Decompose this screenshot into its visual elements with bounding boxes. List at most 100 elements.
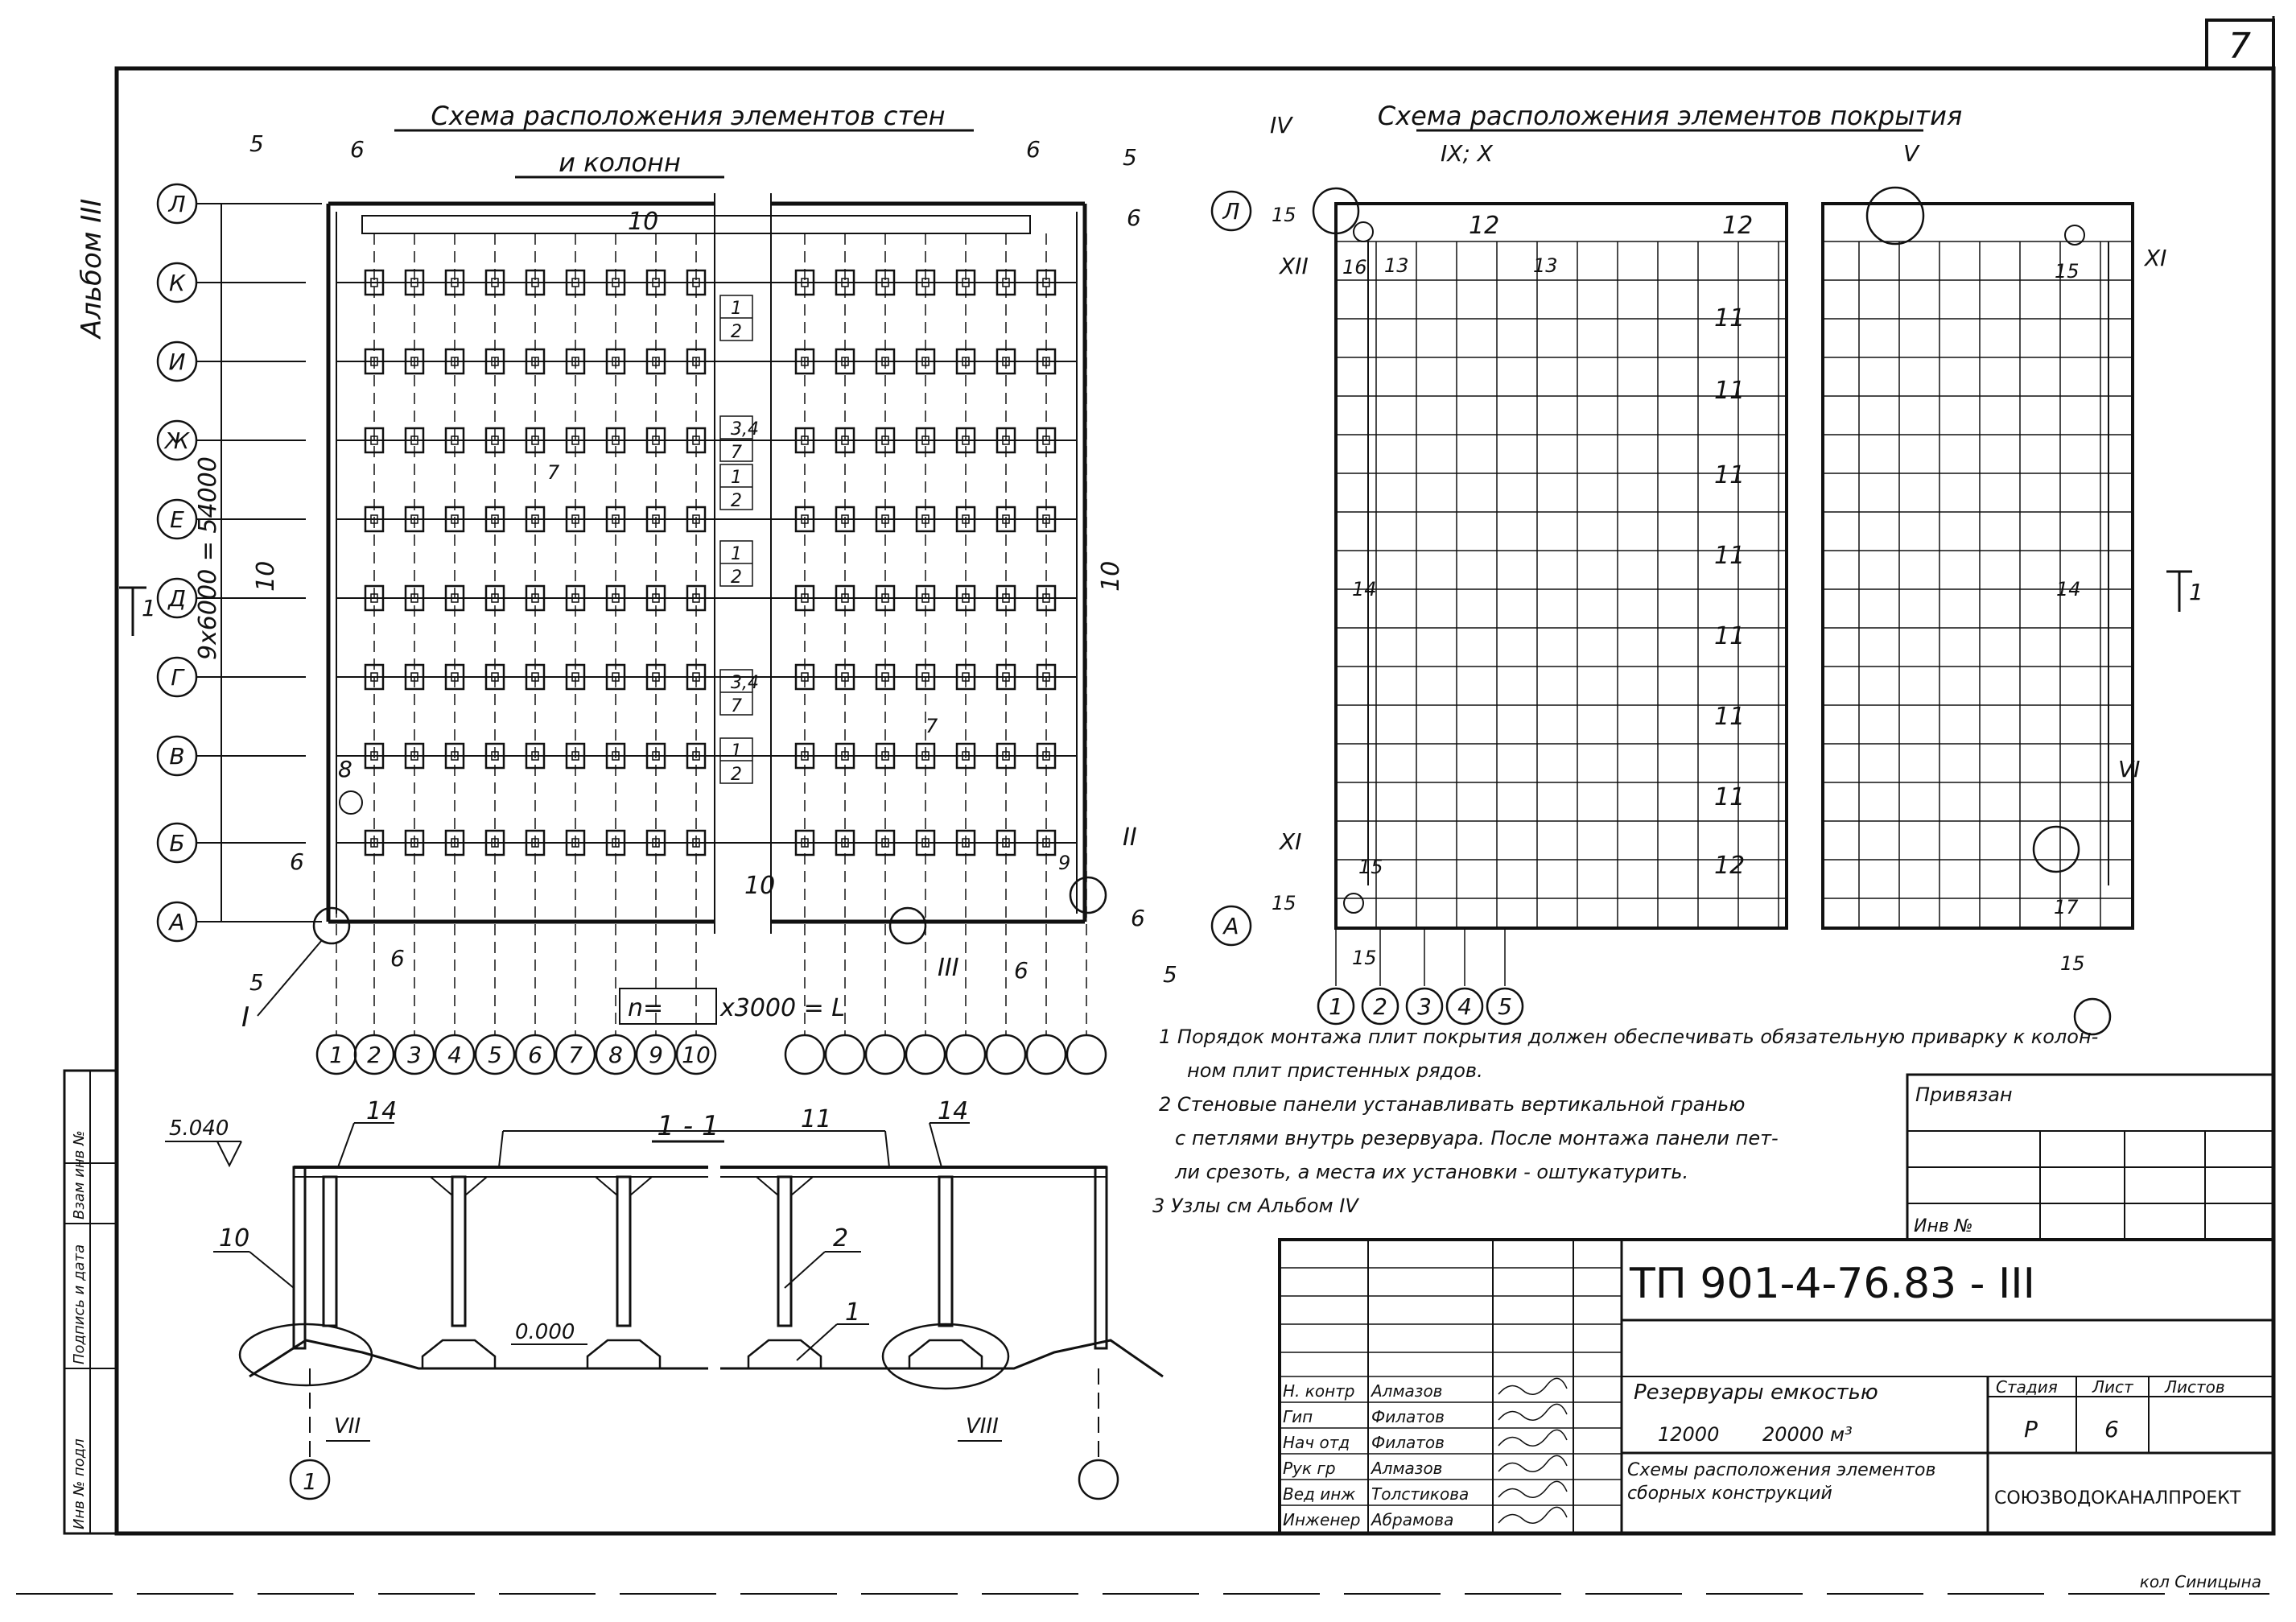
column-square — [995, 427, 1016, 454]
column-square — [875, 348, 896, 375]
left-plan-callout-8: 8 — [338, 756, 352, 782]
column-square — [794, 829, 815, 856]
column-square — [955, 506, 976, 533]
column-square — [955, 663, 976, 691]
column-core — [410, 278, 418, 287]
section-node-VII: VII — [334, 1414, 361, 1438]
column-square — [1036, 506, 1057, 533]
column-square — [835, 348, 855, 375]
note-line-3: 2 Стеновые панели устанавливать вертикал… — [1159, 1093, 1745, 1116]
col-axis-right-4-circle — [945, 1034, 987, 1075]
column-square — [835, 663, 855, 691]
left-plan-title-2: и колонн — [559, 147, 681, 178]
section-node-VIII: VIII — [966, 1414, 999, 1438]
column-square — [1036, 348, 1057, 375]
column-square — [645, 584, 666, 612]
note-line-6: 3 Узлы см Альбом IV — [1152, 1195, 1359, 1217]
column-core — [571, 672, 579, 682]
column-square — [835, 269, 855, 296]
column-square — [364, 348, 385, 375]
column-core — [962, 357, 970, 366]
col-axis-right-2-circle — [864, 1034, 906, 1075]
column-square — [484, 427, 505, 454]
column-core — [921, 672, 930, 682]
section-label-1: 1 — [845, 1298, 860, 1327]
column-core — [571, 357, 579, 366]
right-node-label: VI — [2118, 756, 2140, 782]
column-core — [1002, 514, 1010, 524]
right-plan-number: 15 — [1352, 947, 1377, 969]
column-core — [370, 514, 378, 524]
beam-label-bottom: 2 — [731, 567, 742, 588]
col-axis-8-circle — [635, 1034, 677, 1075]
row-axis-3: Ж — [163, 427, 191, 454]
section-column — [451, 1175, 467, 1327]
column-core — [921, 278, 930, 287]
column-core — [962, 278, 970, 287]
column-square — [525, 742, 546, 770]
row-axis-9: А — [167, 909, 184, 935]
column-square — [364, 663, 385, 691]
column-core — [881, 672, 889, 682]
column-core — [612, 593, 620, 603]
note-line-2: ном плит пристенных рядов. — [1187, 1059, 1483, 1082]
right-plan-number: 15 — [1272, 204, 1296, 226]
row-axis-7: В — [169, 743, 184, 770]
column-square — [915, 506, 936, 533]
signer-role: Н. контр — [1283, 1381, 1355, 1401]
column-core — [1042, 838, 1050, 848]
section-label-14-right: 14 — [938, 1097, 968, 1125]
right-col-axis-3: 4 — [1457, 993, 1472, 1020]
left-plan-callout-6b: 6 — [1026, 136, 1041, 163]
column-core — [491, 672, 499, 682]
column-square — [645, 427, 666, 454]
column-square — [686, 663, 707, 691]
column-core — [571, 278, 579, 287]
signer-role: Инженер — [1283, 1510, 1360, 1529]
beam-label-top: 1 — [731, 468, 742, 488]
col-axis-5: 6 — [528, 1042, 542, 1068]
signer-signature — [1498, 1377, 1568, 1395]
column-square — [955, 348, 976, 375]
left-plan-dim-vertical: 9х6000 = 54000 — [194, 456, 222, 660]
column-core — [571, 435, 579, 445]
column-square — [565, 348, 586, 375]
column-square — [686, 742, 707, 770]
column-core — [1042, 751, 1050, 761]
left-plan-callout-9: 9 — [1058, 852, 1070, 874]
right-row-axis-0: Л — [1222, 198, 1239, 225]
column-core — [612, 751, 620, 761]
right-row-axis-0-circle — [1210, 190, 1252, 232]
right-node-label-XI: XI — [2143, 245, 2166, 271]
column-core — [1002, 357, 1010, 366]
column-square — [565, 506, 586, 533]
left-plan-callout-5a: 5 — [249, 130, 264, 157]
right-plan-number: 13 — [1384, 254, 1409, 277]
section-label-11: 11 — [801, 1105, 831, 1133]
signer-role: Рук гр — [1283, 1459, 1336, 1478]
column-square — [835, 742, 855, 770]
tb-sheet-value: 6 — [2104, 1416, 2119, 1442]
slab-label: 11 — [1714, 622, 1745, 650]
signer-name: Толстикова — [1371, 1484, 1469, 1504]
column-core — [652, 514, 660, 524]
col-axis-7-circle — [595, 1034, 637, 1075]
col-axis-5-circle — [514, 1034, 556, 1075]
column-core — [962, 593, 970, 603]
signer-signature — [1498, 1480, 1568, 1498]
column-square — [686, 584, 707, 612]
column-core — [531, 514, 539, 524]
col-axis-8: 9 — [649, 1042, 663, 1068]
column-core — [451, 751, 459, 761]
signer-name: Филатов — [1371, 1407, 1445, 1426]
column-square — [915, 742, 936, 770]
column-core — [692, 838, 700, 848]
right-plan-title: Схема расположения элементов покрытия — [1378, 101, 1962, 131]
column-square — [875, 829, 896, 856]
column-core — [841, 514, 849, 524]
right-plan-number: 15 — [1358, 856, 1383, 878]
right-node-label: V — [1903, 140, 1920, 167]
col-axis-7: 8 — [608, 1042, 623, 1068]
